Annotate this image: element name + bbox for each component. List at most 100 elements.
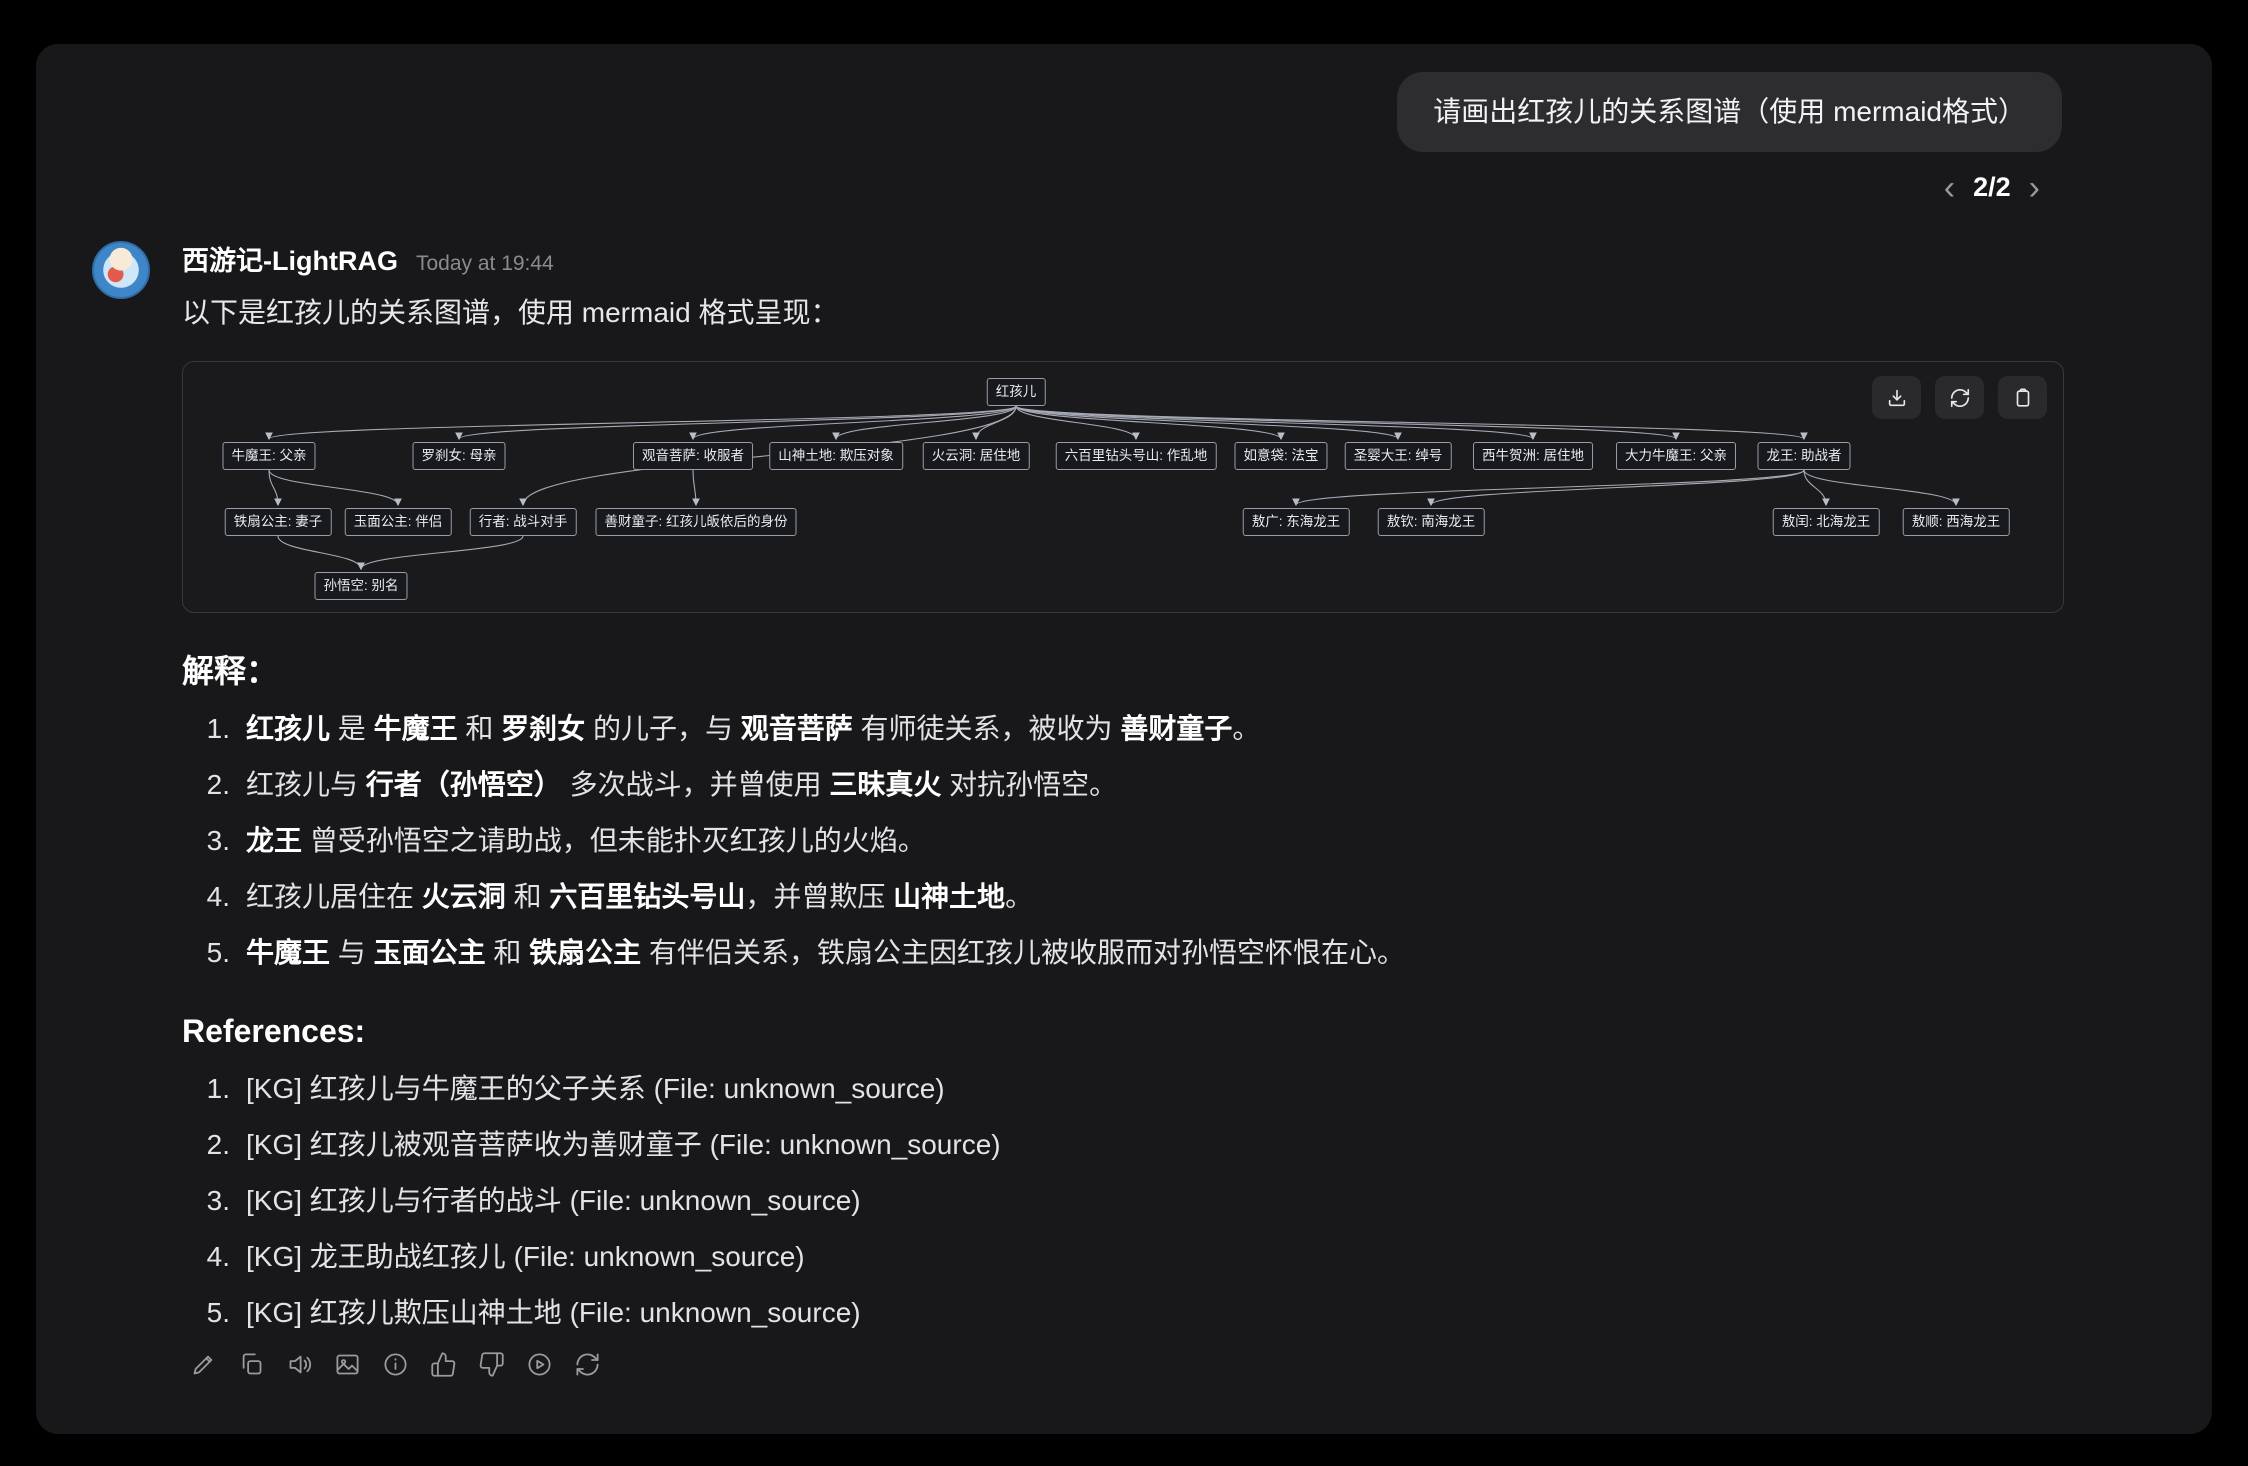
- diagram-node-tsgz: 铁扇公主: 妻子: [224, 508, 332, 536]
- list-text: 牛魔王 与 玉面公主 和 铁扇公主 有伴侣关系，铁扇公主因红孩儿被收服而对孙悟空…: [246, 937, 1405, 968]
- reference-item: 2. [KG] 红孩儿被观音菩萨收为善财童子 (File: unknown_sou…: [182, 1125, 2064, 1165]
- list-number: 4.: [206, 1241, 230, 1272]
- diagram-node-sydw: 圣婴大王: 绰号: [1344, 442, 1452, 470]
- reference-item: 1.[KG] 红孩儿与牛魔王的父子关系 (File: unknown_sourc…: [182, 1069, 2064, 1109]
- explanation-item: 3. 龙王 曾受孙悟空之请助战，但未能扑灭红孩儿的火焰。: [182, 821, 2064, 861]
- list-text: [KG] 龙王助战红孩儿 (File: unknown_source): [246, 1241, 805, 1272]
- assistant-header: 西游记-LightRAG Today at 19:44: [182, 239, 2064, 278]
- copy-button[interactable]: [236, 1349, 267, 1380]
- regenerate-button[interactable]: [572, 1349, 603, 1380]
- diagram-actions: [1872, 376, 2047, 419]
- list-text: 红孩儿与 行者（孙悟空） 多次战斗，并曾使用 三昧真火 对抗孙悟空。: [246, 769, 1118, 800]
- diagram-edge-hhe-lblz: [1015, 405, 1140, 441]
- diagram-refresh-button[interactable]: [1935, 376, 1984, 419]
- speaker-icon: [289, 1355, 312, 1374]
- diagram-edge-nmw-ymgz: [268, 469, 402, 507]
- diagram-edge-hhe-lw: [1015, 405, 1808, 441]
- image-export-button[interactable]: [332, 1349, 363, 1380]
- diagram-copy-button[interactable]: [1998, 376, 2047, 419]
- thumbs-down-button[interactable]: [476, 1349, 507, 1380]
- diagram-edges-layer: [265, 405, 1960, 571]
- thumbs-down-icon: [479, 1352, 504, 1377]
- diagram-node-ryd: 如意袋: 法宝: [1234, 442, 1328, 470]
- diagram-node-sctz: 善财童子: 红孩儿皈依后的身份: [595, 508, 797, 536]
- diagram-edge-hhe-xnhz: [1015, 405, 1537, 441]
- explanation-item: 1. 红孩儿 是 牛魔王 和 罗刹女 的儿子，与 观音菩萨 有师徒关系，被收为 善…: [182, 709, 2064, 749]
- intro-text: 以下是红孩儿的关系图谱，使用 mermaid 格式呈现：: [182, 297, 839, 328]
- assistant-name: 西游记-LightRAG: [182, 246, 398, 276]
- list-number: 1.: [206, 713, 230, 744]
- list-text: [KG] 红孩儿被观音菩萨收为善财童子 (File: unknown_sourc…: [246, 1129, 1001, 1160]
- diagram-node-ag: 敖广: 东海龙王: [1242, 508, 1350, 536]
- diagram-edge-gyps-sctz: [692, 469, 700, 507]
- copy-icon: [242, 1353, 262, 1375]
- assistant-content: 西游记-LightRAG Today at 19:44 以下是红孩儿的关系图谱，…: [182, 239, 2064, 1380]
- list-number: 3.: [206, 825, 230, 856]
- thumbs-up-icon: [431, 1352, 456, 1377]
- explanation-item: 4. 红孩儿居住在 火云洞 和 六百里钻头号山，并曾欺压 山神土地。: [182, 877, 2064, 917]
- pager-next-button[interactable]: ›: [2028, 168, 2040, 207]
- pager-prev-button[interactable]: ‹: [1943, 168, 1956, 207]
- diagram-edge-hhe-sydw: [1015, 405, 1402, 441]
- diagram-edge-nmw-tsgz: [268, 469, 282, 507]
- mermaid-diagram-card: 红孩儿牛魔王: 父亲罗刹女: 母亲观音菩萨: 收服者山神土地: 欺压对象火云洞:…: [182, 361, 2064, 613]
- diagram-edge-lw-ag: [1292, 469, 1805, 507]
- list-text: [KG] 红孩儿与牛魔王的父子关系 (File: unknown_source): [246, 1073, 945, 1104]
- diagram-node-sstd: 山神土地: 欺压对象: [769, 442, 903, 470]
- user-message-row: 请画出红孩儿的关系图谱（使用 mermaid格式）: [36, 44, 2212, 152]
- chat-panel: 请画出红孩儿的关系图谱（使用 mermaid格式） ‹ 2/2 › 西游记-Li…: [36, 44, 2212, 1434]
- diagram-node-gyps: 观音菩萨: 收服者: [632, 442, 754, 470]
- list-number: 3.: [206, 1185, 230, 1216]
- explanation-item: 2. 红孩儿与 行者（孙悟空） 多次战斗，并曾使用 三昧真火 对抗孙悟空。: [182, 765, 2064, 805]
- play-circle-icon: [528, 1353, 551, 1376]
- explanation-title: 解释：: [182, 653, 279, 689]
- diagram-node-swk: 孙悟空: 别名: [314, 572, 408, 600]
- diagram-edge-hhe-sstd: [832, 405, 1017, 441]
- diagram-node-xz: 行者: 战斗对手: [469, 508, 577, 536]
- diagram-node-as: 敖顺: 西海龙王: [1902, 508, 2010, 536]
- diagram-node-dlnmw: 大力牛魔王: 父亲: [1615, 442, 1737, 470]
- reference-item: 3. [KG] 红孩儿与行者的战斗 (File: unknown_source): [182, 1181, 2064, 1221]
- list-text: 红孩儿居住在 火云洞 和 六百里钻头号山，并曾欺压 山神土地。: [246, 881, 1034, 912]
- diagram-edge-hhe-dlnmw: [1015, 405, 1680, 441]
- info-icon: [384, 1353, 407, 1376]
- diagram-node-nmw: 牛魔王: 父亲: [222, 442, 316, 470]
- diagram-nodes-layer: 红孩儿牛魔王: 父亲罗刹女: 母亲观音菩萨: 收服者山神土地: 欺压对象火云洞:…: [183, 362, 2063, 612]
- message-toolbar: [188, 1349, 2064, 1380]
- assistant-message: 西游记-LightRAG Today at 19:44 以下是红孩儿的关系图谱，…: [36, 203, 2212, 1380]
- diagram-download-button[interactable]: [1872, 376, 1921, 419]
- diagram-node-ymgz: 玉面公主: 伴侣: [344, 508, 452, 536]
- list-text: [KG] 红孩儿与行者的战斗 (File: unknown_source): [246, 1185, 861, 1216]
- explanation-list: 1. 红孩儿 是 牛魔王 和 罗刹女 的儿子，与 观音菩萨 有师徒关系，被收为 善…: [182, 709, 2064, 973]
- list-text: 龙王 曾受孙悟空之请助战，但未能扑灭红孩儿的火焰。: [246, 825, 926, 856]
- references-title: References:: [182, 1013, 366, 1049]
- diagram-edge-lw-as: [1803, 469, 1960, 507]
- explanation-item: 5. 牛魔王 与 玉面公主 和 铁扇公主 有伴侣关系，铁扇公主因红孩儿被收服而对孙…: [182, 933, 2064, 973]
- list-text: 红孩儿 是 牛魔王 和 罗刹女 的儿子，与 观音菩萨 有师徒关系，被收为 善财童…: [246, 713, 1261, 744]
- diagram-node-hyd: 火云洞: 居住地: [922, 442, 1030, 470]
- diagram-edge-hhe-gyps: [689, 405, 1017, 441]
- list-number: 4.: [206, 881, 230, 912]
- clipboard-icon: [2016, 387, 2029, 407]
- list-number: 2.: [206, 769, 230, 800]
- info-button[interactable]: [380, 1349, 411, 1380]
- list-number: 5.: [206, 937, 230, 968]
- list-number: 2.: [206, 1129, 230, 1160]
- refresh-icon: [1950, 388, 1969, 407]
- pager-current: 2/2: [1973, 172, 2011, 202]
- thumbs-up-button[interactable]: [428, 1349, 459, 1380]
- speak-button[interactable]: [284, 1349, 315, 1380]
- diagram-edge-hhe-lcn: [455, 405, 1017, 441]
- user-message-bubble: 请画出红孩儿的关系图谱（使用 mermaid格式）: [1397, 72, 2062, 152]
- edit-button[interactable]: [188, 1349, 219, 1380]
- diagram-edge-lw-aq: [1427, 469, 1805, 507]
- diagram-node-lblz: 六百里钻头号山: 作乱地: [1055, 442, 1217, 470]
- reference-item: 5.[KG] 红孩儿欺压山神土地 (File: unknown_source): [182, 1293, 2064, 1333]
- regenerate-icon: [576, 1353, 599, 1376]
- message-pager: ‹ 2/2 ›: [36, 152, 2212, 207]
- reference-item: 4. [KG] 龙王助战红孩儿 (File: unknown_source): [182, 1237, 2064, 1277]
- diagram-edge-lw-ar: [1803, 469, 1830, 507]
- diagram-node-lcn: 罗刹女: 母亲: [412, 442, 506, 470]
- message-timestamp: Today at 19:44: [415, 252, 554, 275]
- play-button[interactable]: [524, 1349, 555, 1380]
